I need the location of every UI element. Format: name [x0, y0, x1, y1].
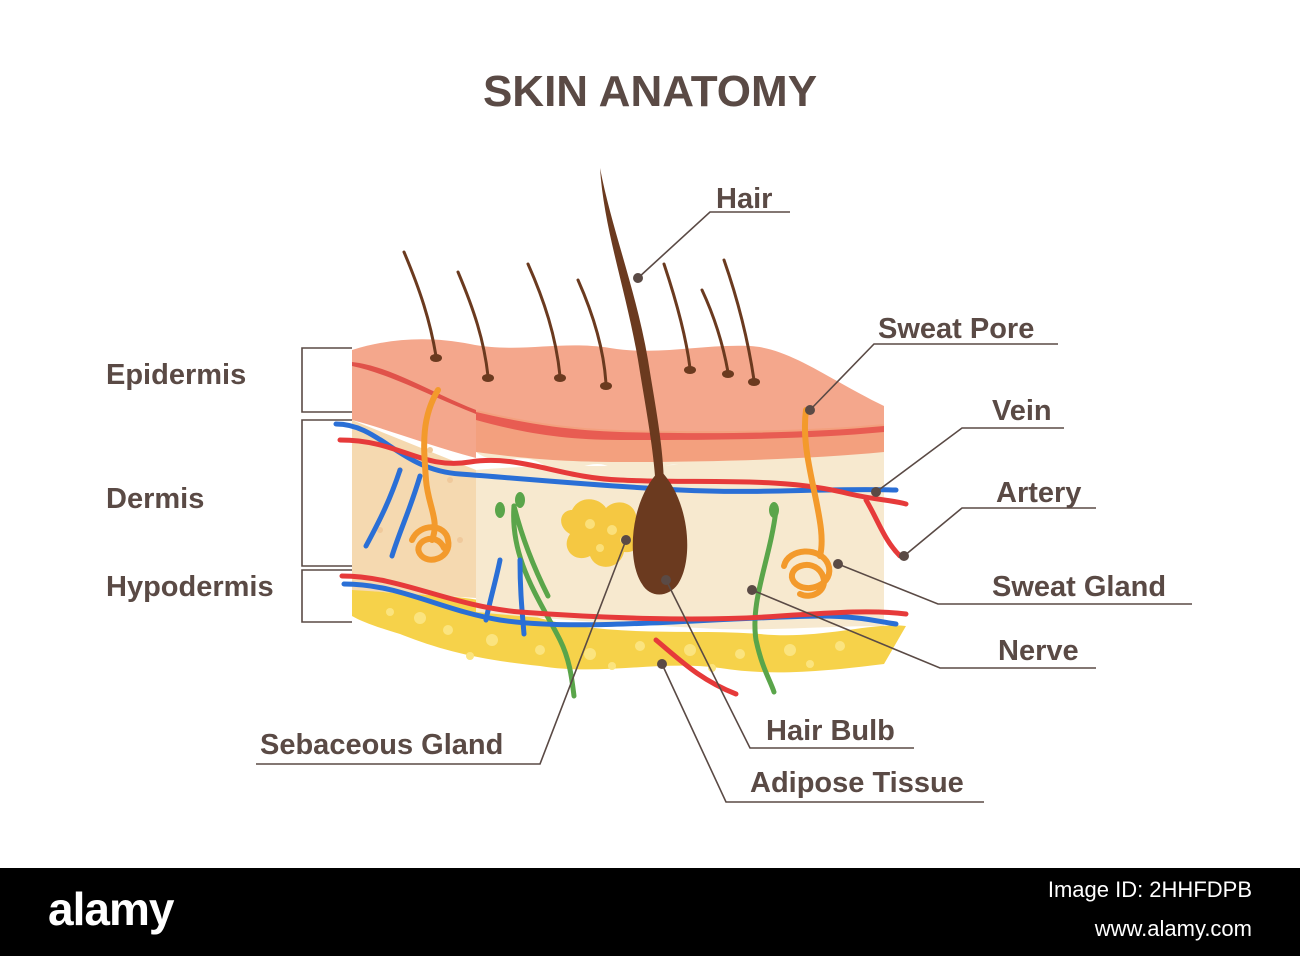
adipose-texture — [386, 608, 845, 672]
leader-vein — [875, 427, 1064, 493]
hairs — [402, 250, 756, 386]
marker-nerve — [747, 585, 757, 595]
label-dermis: Dermis — [106, 483, 204, 515]
hair-bulb-shape — [632, 470, 688, 595]
leader-hair-bulb — [665, 579, 914, 749]
marker-artery — [899, 551, 909, 561]
watermark-logo: alamy — [48, 883, 174, 935]
label-hypodermis: Hypodermis — [106, 571, 274, 603]
label-sweat-gland: Sweat Gland — [992, 571, 1166, 603]
marker-sweat-pore — [805, 405, 815, 415]
sweat-glands — [409, 387, 833, 599]
epidermis-side — [352, 362, 476, 458]
label-hair: Hair — [716, 183, 772, 215]
label-nerve: Nerve — [998, 635, 1079, 667]
label-adipose-tissue: Adipose Tissue — [750, 767, 964, 799]
label-vein: Vein — [992, 395, 1052, 427]
leader-nerve — [751, 589, 1096, 669]
page-title: SKIN ANATOMY — [483, 67, 817, 116]
marker-vein — [871, 487, 881, 497]
marker-adipose-tissue — [657, 659, 667, 669]
leader-adipose-tissue — [661, 663, 984, 803]
marker-sweat-gland — [833, 559, 843, 569]
label-sebaceous-gland: Sebaceous Gland — [260, 729, 503, 761]
skin-block — [333, 168, 909, 699]
main-hair-shaft — [600, 168, 664, 490]
label-artery: Artery — [996, 477, 1081, 509]
leader-hair — [637, 211, 790, 279]
leader-sweat-pore — [809, 343, 1058, 411]
nerve-ends — [495, 492, 779, 518]
label-sweat-pore: Sweat Pore — [878, 313, 1034, 345]
epidermis-band-stripe — [476, 412, 884, 440]
leader-sebaceous-gland — [256, 539, 627, 765]
watermark-url: www.alamy.com — [1094, 916, 1252, 941]
marker-hair-bulb — [661, 575, 671, 585]
label-epidermis: Epidermis — [106, 359, 246, 391]
watermark-image-id: Image ID: 2HHFDPB — [1047, 877, 1252, 902]
marker-hair — [633, 273, 643, 283]
hair-follicle-dots — [430, 354, 760, 390]
skin-anatomy-diagram: SKIN ANATOMY — [106, 67, 1192, 803]
leader-artery — [903, 507, 1096, 557]
watermark-bar: alamy Image ID: 2HHFDPB www.alamy.com — [0, 868, 1300, 956]
leader-sweat-gland — [837, 563, 1192, 605]
label-hair-bulb: Hair Bulb — [766, 715, 895, 747]
marker-sebaceous-gland — [621, 535, 631, 545]
layer-brackets — [301, 347, 352, 623]
